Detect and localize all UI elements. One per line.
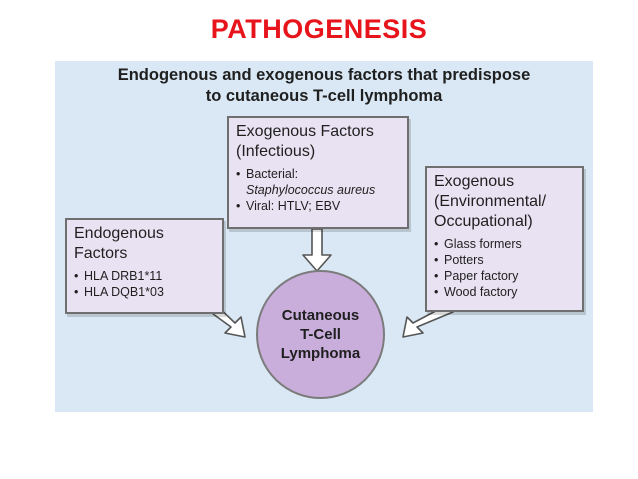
item-viral: Viral: HTLV; EBV	[246, 199, 341, 213]
item-staph-aureus: Staphylococcus aureus	[246, 183, 376, 197]
exogenous-environmental-title-line-1: Exogenous	[434, 173, 515, 190]
item-hla-drb1: HLA DRB1*11	[84, 269, 163, 283]
exogenous-infectious-title-line-1: Exogenous Factors	[236, 123, 374, 140]
exogenous-infectious-title-line-2: (Infectious)	[236, 143, 316, 160]
bullet-icon: •	[74, 269, 79, 283]
endogenous-title: Endogenous Factors	[74, 224, 215, 264]
bullet-icon: •	[434, 269, 439, 283]
list-item: • Potters	[434, 252, 575, 268]
figure-heading-line-1: Endogenous and exogenous factors that pr…	[117, 66, 531, 84]
endogenous-box: Endogenous Factors • HLA DRB1*11 • HLA D…	[65, 218, 224, 314]
list-item: • HLA DQB1*03	[74, 284, 215, 300]
bullet-icon: •	[74, 285, 79, 299]
list-item: • Paper factory	[434, 268, 575, 284]
list-item: • Wood factory	[434, 284, 575, 300]
exogenous-infectious-box: Exogenous Factors (Infectious) • Bacteri…	[227, 116, 409, 229]
exogenous-environmental-title-line-3: Occupational)	[434, 213, 533, 230]
item-hla-dqb1: HLA DQB1*03	[84, 285, 164, 299]
item-potters: Potters	[444, 253, 484, 267]
endogenous-title-line-2: Factors	[74, 245, 128, 262]
list-item: • Bacterial: Staphylococcus aureus	[236, 166, 400, 198]
slide-title: PATHOGENESIS	[210, 14, 428, 44]
item-bacterial: Bacterial:	[246, 167, 299, 181]
bullet-icon: •	[434, 285, 439, 299]
center-line-1: Cutaneous	[281, 307, 360, 324]
arrow-from-environmental	[402, 304, 454, 338]
bullet-icon: •	[434, 253, 439, 267]
endogenous-list: • HLA DRB1*11 • HLA DQB1*03	[74, 268, 215, 300]
bullet-icon: •	[434, 237, 439, 251]
exogenous-infectious-title: Exogenous Factors (Infectious)	[236, 122, 400, 162]
arrow-from-infectious	[302, 228, 332, 272]
center-line-3: Lymphoma	[280, 345, 361, 362]
figure-heading: Endogenous and exogenous factors that pr…	[55, 65, 593, 107]
figure-heading-line-2: to cutaneous T-cell lymphoma	[205, 87, 443, 105]
item-paper-factory: Paper factory	[444, 269, 519, 283]
bullet-icon: •	[236, 167, 241, 181]
item-glass-formers: Glass formers	[444, 237, 522, 251]
exogenous-environmental-box: Exogenous (Environmental/ Occupational) …	[425, 166, 584, 312]
item-wood-factory: Wood factory	[444, 285, 518, 299]
exogenous-infectious-list: • Bacterial: Staphylococcus aureus • Vir…	[236, 166, 400, 214]
center-line-2: T-Cell	[300, 326, 341, 343]
list-item: • Viral: HTLV; EBV	[236, 198, 400, 214]
cutaneous-t-cell-lymphoma-node: Cutaneous T-Cell Lymphoma	[256, 270, 385, 399]
list-item: • Glass formers	[434, 236, 575, 252]
exogenous-environmental-title-line-2: (Environmental/	[434, 193, 547, 210]
exogenous-environmental-list: • Glass formers • Potters • Paper factor…	[434, 236, 575, 300]
exogenous-environmental-title: Exogenous (Environmental/ Occupational)	[434, 172, 575, 232]
endogenous-title-line-1: Endogenous	[74, 225, 164, 242]
bullet-icon: •	[236, 199, 241, 213]
list-item: • HLA DRB1*11	[74, 268, 215, 284]
figure-panel: Endogenous and exogenous factors that pr…	[55, 61, 593, 412]
